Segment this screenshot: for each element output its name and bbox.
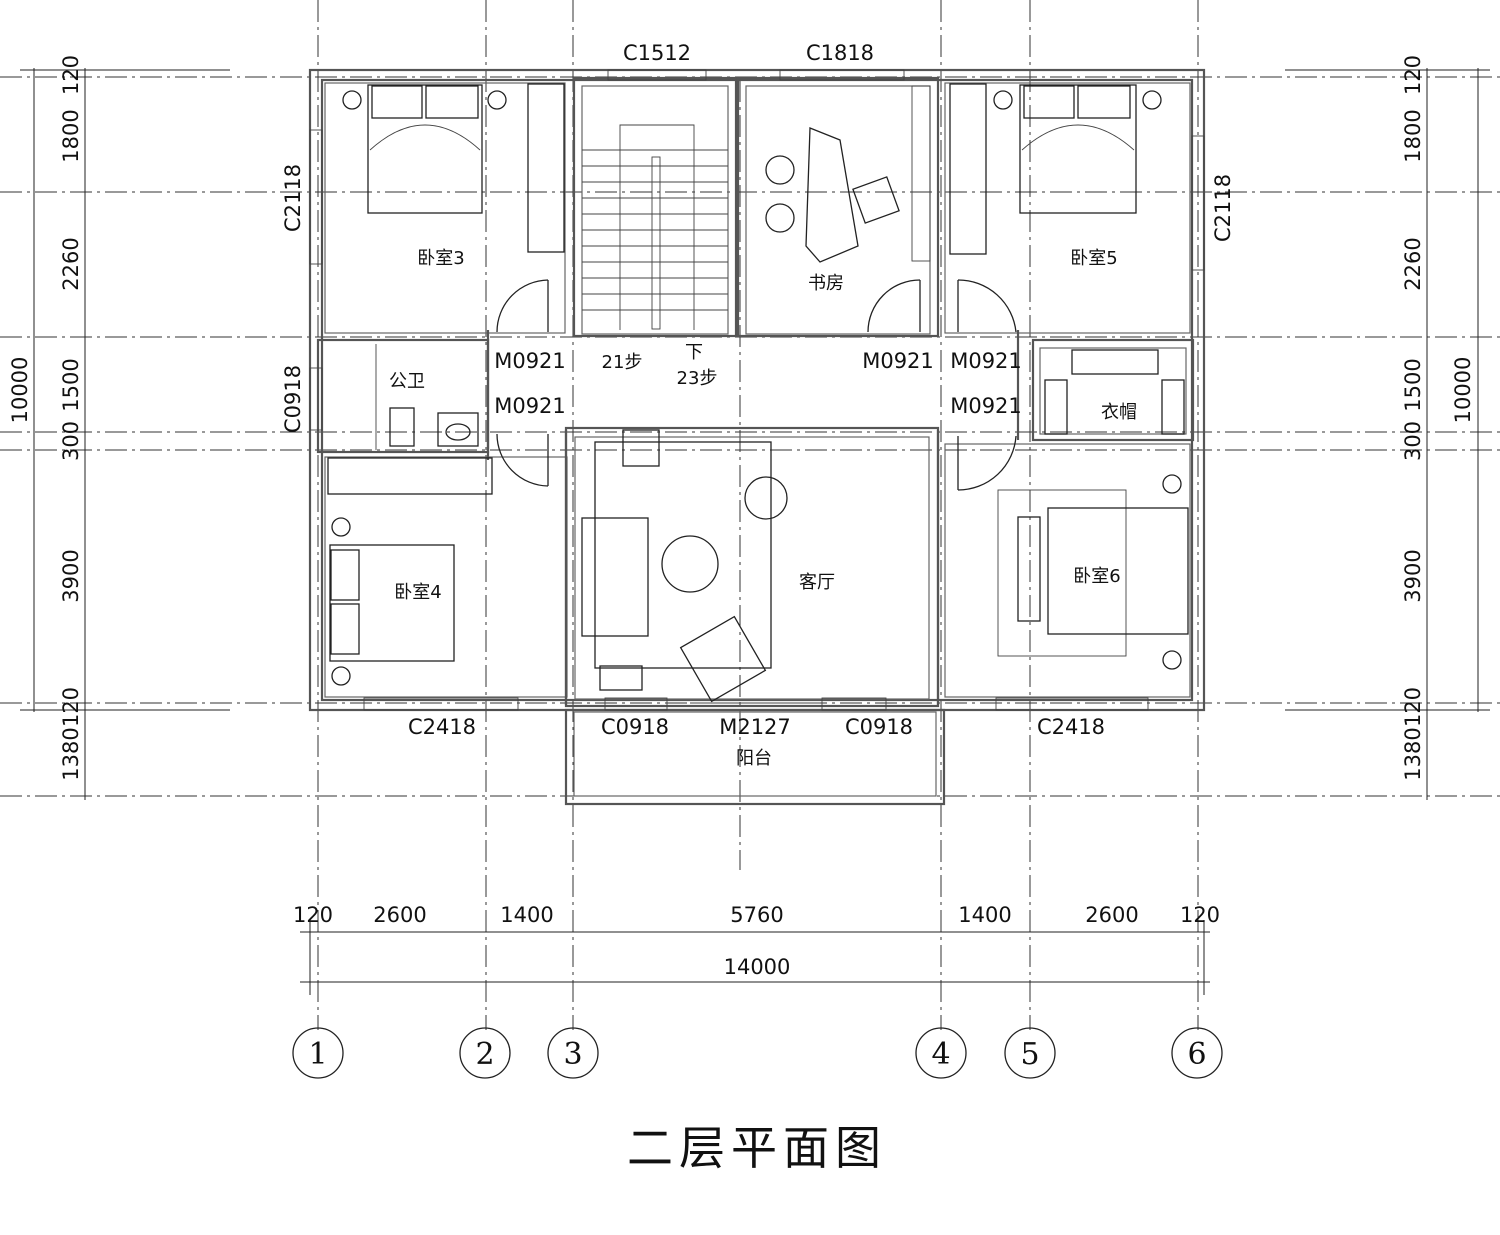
axis-label-4: 4 xyxy=(931,1037,950,1072)
code-c2118-left: C2118 xyxy=(281,164,305,232)
dim-right-1500: 1500 xyxy=(1401,358,1425,411)
furniture xyxy=(327,83,1189,703)
dim-bottom-1400-right: 1400 xyxy=(958,903,1011,927)
dim-bottom-120-right: 120 xyxy=(1180,903,1220,927)
left-dimensions: 120 1800 2260 1500 300 3900 120 1380 100… xyxy=(8,55,83,781)
dim-left-1380: 1380 xyxy=(59,727,83,780)
code-m2127: M2127 xyxy=(719,715,791,739)
code-c0918-bottom-right: C0918 xyxy=(845,715,913,739)
dim-left-2260: 2260 xyxy=(59,237,83,290)
dim-left-120-top: 120 xyxy=(59,55,83,95)
dim-bottom-5760: 5760 xyxy=(730,903,783,927)
stair-labels: 21步 下 23步 xyxy=(602,342,718,389)
right-dimensions: 120 1800 2260 1500 300 3900 120 1380 100… xyxy=(1401,55,1475,781)
code-m0921-bed6: M0921 xyxy=(950,394,1022,418)
axis-label-3: 3 xyxy=(563,1037,582,1072)
opening-codes: C1512 C1818 C2118 C2118 C0918 M0921 M092… xyxy=(281,41,1235,739)
dim-bottom-120-left: 120 xyxy=(293,903,333,927)
stair-down-steps: 23步 xyxy=(677,368,718,389)
dim-left-300: 300 xyxy=(59,421,83,461)
code-c1818: C1818 xyxy=(806,41,874,65)
dim-left-1500: 1500 xyxy=(59,358,83,411)
dim-right-total: 10000 xyxy=(1451,357,1475,424)
axis-label-1: 1 xyxy=(308,1037,327,1072)
axis-lines xyxy=(0,0,1500,1030)
code-m0921-study: M0921 xyxy=(862,349,934,373)
stair-down-label: 下 xyxy=(685,342,703,363)
bottom-dimensions: 120 2600 1400 5760 1400 2600 120 14000 xyxy=(293,903,1220,979)
code-c0918-bottom-left: C0918 xyxy=(601,715,669,739)
code-c1512: C1512 xyxy=(623,41,691,65)
room-labels: 卧室3 卧室4 卧室5 卧室6 书房 公卫 衣帽 客厅 阳台 xyxy=(389,248,1137,769)
dim-bottom-2600-right: 2600 xyxy=(1085,903,1138,927)
room-label-living: 客厅 xyxy=(799,572,835,593)
dim-left-total: 10000 xyxy=(8,357,32,424)
room-label-cloakroom: 衣帽 xyxy=(1101,402,1137,423)
stair-up-steps: 21步 xyxy=(602,352,643,373)
dim-right-2260: 2260 xyxy=(1401,237,1425,290)
dim-right-120-bottom: 120 xyxy=(1401,687,1425,727)
room-label-bedroom3: 卧室3 xyxy=(417,248,464,269)
dim-right-1380: 1380 xyxy=(1401,727,1425,780)
dimension-lines xyxy=(20,68,1490,995)
dim-bottom-1400-left: 1400 xyxy=(500,903,553,927)
room-label-bedroom6: 卧室6 xyxy=(1073,566,1120,587)
axis-label-6: 6 xyxy=(1187,1037,1206,1072)
room-label-bedroom5: 卧室5 xyxy=(1070,248,1117,269)
code-m0921-bath-upper: M0921 xyxy=(494,349,566,373)
code-m0921-bed5: M0921 xyxy=(950,349,1022,373)
room-label-bedroom4: 卧室4 xyxy=(394,582,441,603)
dim-left-1800: 1800 xyxy=(59,109,83,162)
dim-left-3900: 3900 xyxy=(59,549,83,602)
dim-right-120-top: 120 xyxy=(1401,55,1425,95)
room-label-balcony: 阳台 xyxy=(736,748,772,769)
room-label-study: 书房 xyxy=(808,273,844,294)
axis-label-2: 2 xyxy=(475,1037,494,1072)
dim-bottom-2600-left: 2600 xyxy=(373,903,426,927)
room-label-bathroom: 公卫 xyxy=(389,371,425,392)
code-c2418-right: C2418 xyxy=(1037,715,1105,739)
code-c2118-right: C2118 xyxy=(1211,174,1235,242)
dim-right-300: 300 xyxy=(1401,421,1425,461)
dim-right-1800: 1800 xyxy=(1401,109,1425,162)
code-m0921-bath-lower: M0921 xyxy=(494,394,566,418)
code-c2418-left: C2418 xyxy=(408,715,476,739)
walls xyxy=(308,68,1206,806)
dim-right-3900: 3900 xyxy=(1401,549,1425,602)
openings-geometry xyxy=(309,69,1205,711)
dim-left-120-bottom: 120 xyxy=(59,687,83,727)
code-c0918-left: C0918 xyxy=(281,365,305,433)
axis-label-5: 5 xyxy=(1020,1037,1039,1072)
axis-bubbles: 1 2 3 4 5 6 xyxy=(292,1027,1223,1079)
drawing-title: 二层平面图 xyxy=(627,1121,887,1175)
dim-bottom-total: 14000 xyxy=(724,955,791,979)
